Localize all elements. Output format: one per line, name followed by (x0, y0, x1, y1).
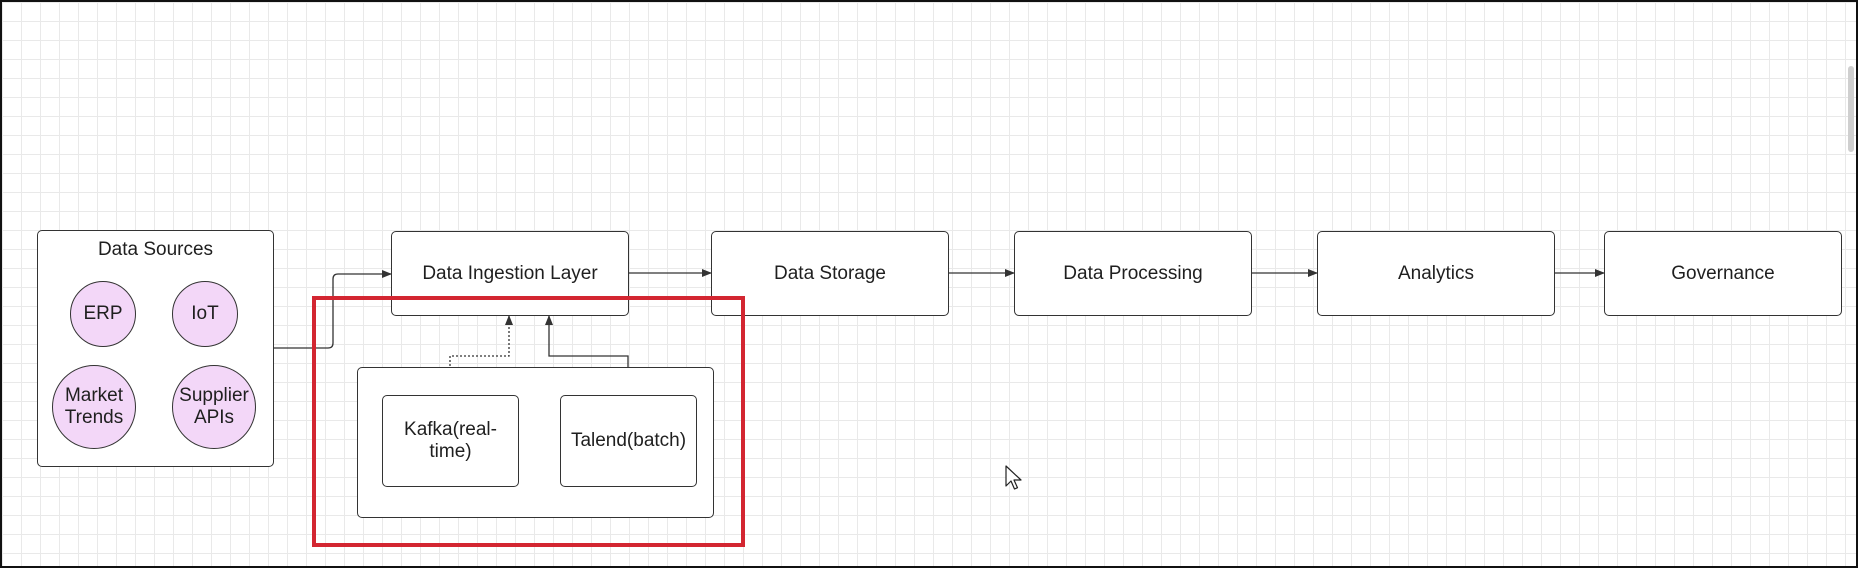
talend-box[interactable]: Talend(batch) (560, 395, 697, 487)
vertical-scrollbar[interactable] (1848, 66, 1854, 152)
analytics-label: Analytics (1397, 262, 1475, 284)
data-processing-box[interactable]: Data Processing (1014, 231, 1252, 316)
data-sources-label: Data Sources (97, 239, 214, 260)
edge-sources-to-ingestion (274, 270, 392, 349)
highlight-rectangle (312, 296, 745, 547)
source-iot[interactable]: IoT (172, 281, 238, 347)
data-sources-box[interactable]: Data Sources ERP IoT Market Trends Suppl… (37, 230, 274, 467)
edge-kafka-to-ingestion (449, 315, 513, 394)
data-storage-label: Data Storage (774, 262, 886, 284)
data-ingestion-layer-box[interactable]: Data Ingestion Layer (391, 231, 629, 316)
mouse-pointer-icon (1005, 465, 1022, 490)
kafka-label: Kafka(real-time) (404, 419, 497, 462)
analytics-box[interactable]: Analytics (1317, 231, 1555, 316)
kafka-box[interactable]: Kafka(real-time) (382, 395, 519, 487)
source-market-trends[interactable]: Market Trends (52, 365, 136, 449)
data-storage-box[interactable]: Data Storage (711, 231, 949, 316)
data-ingestion-layer-label: Data Ingestion Layer (422, 262, 598, 284)
source-supplier-apis[interactable]: Supplier APIs (172, 365, 256, 449)
talend-label: Talend(batch) (570, 430, 687, 451)
governance-box[interactable]: Governance (1604, 231, 1842, 316)
source-erp[interactable]: ERP (70, 281, 136, 347)
governance-label: Governance (1671, 262, 1775, 284)
data-processing-label: Data Processing (1063, 262, 1203, 284)
